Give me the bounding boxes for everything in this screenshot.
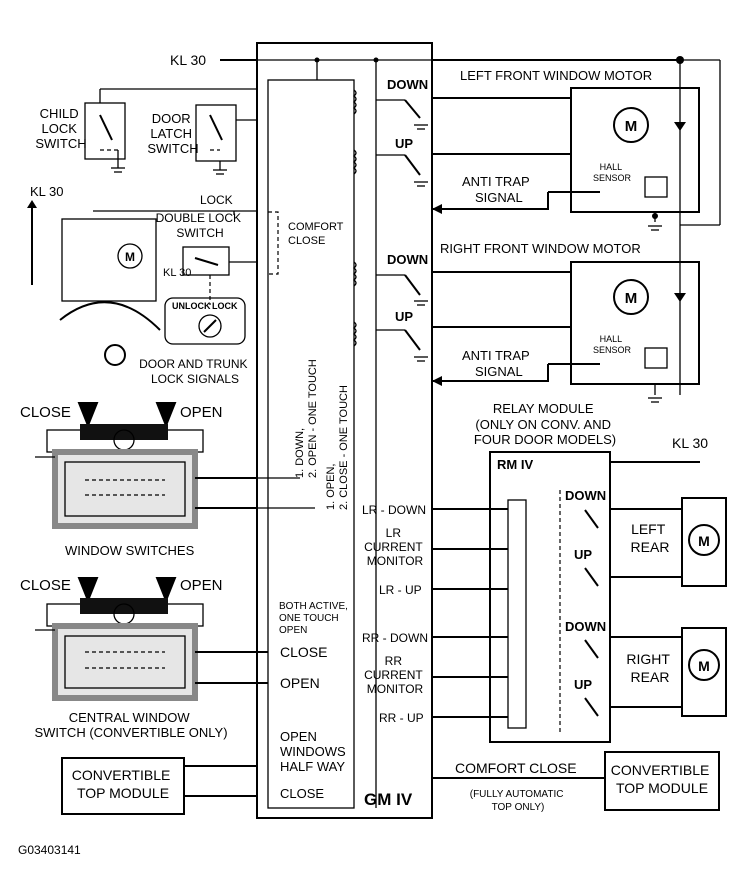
left-rear-motor-box: [681, 497, 727, 587]
lock-label: LOCK: [200, 193, 233, 207]
central-window-switch-label: CENTRAL WINDOW SWITCH (CONVERTIBLE ONLY): [34, 710, 227, 740]
rr-current-monitor-label: RR CURRENT MONITOR: [364, 654, 426, 696]
svg-text:DOWN: DOWN: [565, 488, 606, 503]
lf-window-motor-label: LEFT FRONT WINDOW MOTOR: [460, 68, 652, 83]
open-close-one-touch-label: 1. OPEN, 2. CLOSE - ONE TOUCH: [325, 385, 350, 510]
rf-anti-trap-label: ANTI TRAP SIGNAL: [462, 348, 533, 379]
rr-up-label: RR - UP: [379, 711, 424, 725]
svg-text:M: M: [625, 118, 638, 135]
gm-iv-label: GM IV: [364, 790, 413, 809]
gm-close-bottom-label: CLOSE: [280, 786, 324, 801]
double-lock-switch-label: DOUBLE LOCK SWITCH: [156, 211, 245, 240]
svg-text:LOCK: LOCK: [212, 301, 238, 311]
front-relay-coils: [352, 89, 357, 347]
lf-down-label: DOWN: [387, 77, 428, 92]
lr-up-label: LR - UP: [379, 583, 422, 597]
cws-open-label: OPEN: [180, 577, 223, 594]
lr-down-label: LR - DOWN: [362, 503, 426, 517]
kl30-double-label: KL 30: [163, 267, 191, 279]
child-lock-switch-label: CHILD LOCK SWITCH: [35, 106, 86, 151]
rf-motor-icon: [613, 279, 649, 315]
comfort-close-bracket-label: COMFORT CLOSE: [288, 221, 346, 247]
open-windows-half-way-label: OPEN WINDOWS HALF WAY: [280, 729, 349, 774]
door-trunk-lock-label: DOOR AND TRUNK LOCK SIGNALS: [139, 357, 251, 386]
kl30-relay-label: KL 30: [672, 435, 708, 451]
convertible-top-module-right-label: CONVERTIBLE TOP MODULE: [611, 762, 713, 796]
lf-motor-icon: [613, 107, 649, 143]
kl30-top-label: KL 30: [170, 52, 206, 68]
both-active-label: BOTH ACTIVE, ONE TOUCH OPEN: [279, 601, 351, 636]
child-lock-switch-box: [84, 102, 126, 160]
kl30-lock-label: KL 30: [30, 184, 64, 199]
rf-up-label: UP: [395, 309, 413, 324]
rf-hall-sensor-label: HALL SENSOR: [593, 334, 632, 355]
cws-close-label: CLOSE: [20, 577, 71, 594]
svg-text:DOWN: DOWN: [565, 619, 606, 634]
convertible-top-module-left-label: CONVERTIBLE TOP MODULE: [72, 767, 174, 801]
svg-text:M: M: [698, 533, 710, 549]
lr-current-monitor-label: LR CURRENT MONITOR: [364, 526, 426, 568]
relay-module-label: RELAY MODULE (ONLY ON CONV. AND FOUR DOO…: [474, 401, 616, 447]
rm-iv-label: RM IV: [497, 457, 533, 472]
relay-module-box: [489, 451, 611, 743]
gm-iv-module-box: [256, 42, 433, 819]
right-rear-motor-box: [681, 627, 727, 717]
comfort-close-label: COMFORT CLOSE: [455, 760, 577, 776]
svg-text:M: M: [125, 250, 135, 264]
gm-open-label: OPEN: [280, 675, 320, 691]
lf-up-label: UP: [395, 136, 413, 151]
lock-motor-icon: [117, 243, 143, 269]
svg-text:UNLOCK: UNLOCK: [172, 301, 211, 311]
window-switches: CLOSE OPEN: [20, 402, 223, 529]
front-relay-contacts: [376, 99, 428, 362]
svg-text:UP: UP: [574, 547, 592, 562]
left-rear-motor-icon: [688, 524, 720, 556]
rf-down-label: DOWN: [387, 252, 428, 267]
central-window-switch: CLOSE OPEN: [20, 577, 223, 701]
lf-window-motor-box: [570, 87, 700, 213]
svg-text:M: M: [698, 658, 710, 674]
gm-iv-inner-panel: [267, 79, 355, 809]
svg-text:M: M: [625, 290, 638, 307]
convertible-top-module-left: [61, 757, 185, 815]
figure-id: G03403141: [18, 843, 81, 857]
down-open-one-touch-label: 1. DOWN, 2. OPEN - ONE TOUCH: [294, 359, 319, 478]
rf-window-motor-label: RIGHT FRONT WINDOW MOTOR: [440, 241, 641, 256]
ws-close-label: CLOSE: [20, 404, 71, 421]
left-rear-label: LEFT REAR: [631, 521, 670, 555]
lock-gear-icon: [104, 344, 126, 366]
lf-anti-trap-label: ANTI TRAP SIGNAL: [462, 174, 533, 205]
rf-window-motor-box: [570, 261, 700, 385]
right-rear-label: RIGHT REAR: [626, 651, 673, 685]
right-rear-motor-icon: [688, 649, 720, 681]
convertible-top-module-right: [604, 751, 720, 811]
door-latch-switch-label: DOOR LATCH SWITCH: [147, 111, 198, 156]
window-switches-label: WINDOW SWITCHES: [65, 543, 195, 558]
key-cylinder: [164, 297, 246, 345]
lf-hall-sensor-label: HALL SENSOR: [593, 162, 632, 183]
double-lock-switch-box: [182, 246, 230, 276]
ws-open-label: OPEN: [180, 404, 223, 421]
fully-automatic-label: (FULLY AUTOMATIC TOP ONLY): [470, 789, 567, 813]
door-latch-switch-box: [195, 104, 237, 162]
rr-down-label: RR - DOWN: [362, 631, 428, 645]
gm-close-label: CLOSE: [280, 644, 327, 660]
svg-text:UP: UP: [574, 677, 592, 692]
rear-relay-contacts: DOWN UP DOWN UP: [559, 488, 606, 735]
lock-actuator: [61, 218, 157, 302]
